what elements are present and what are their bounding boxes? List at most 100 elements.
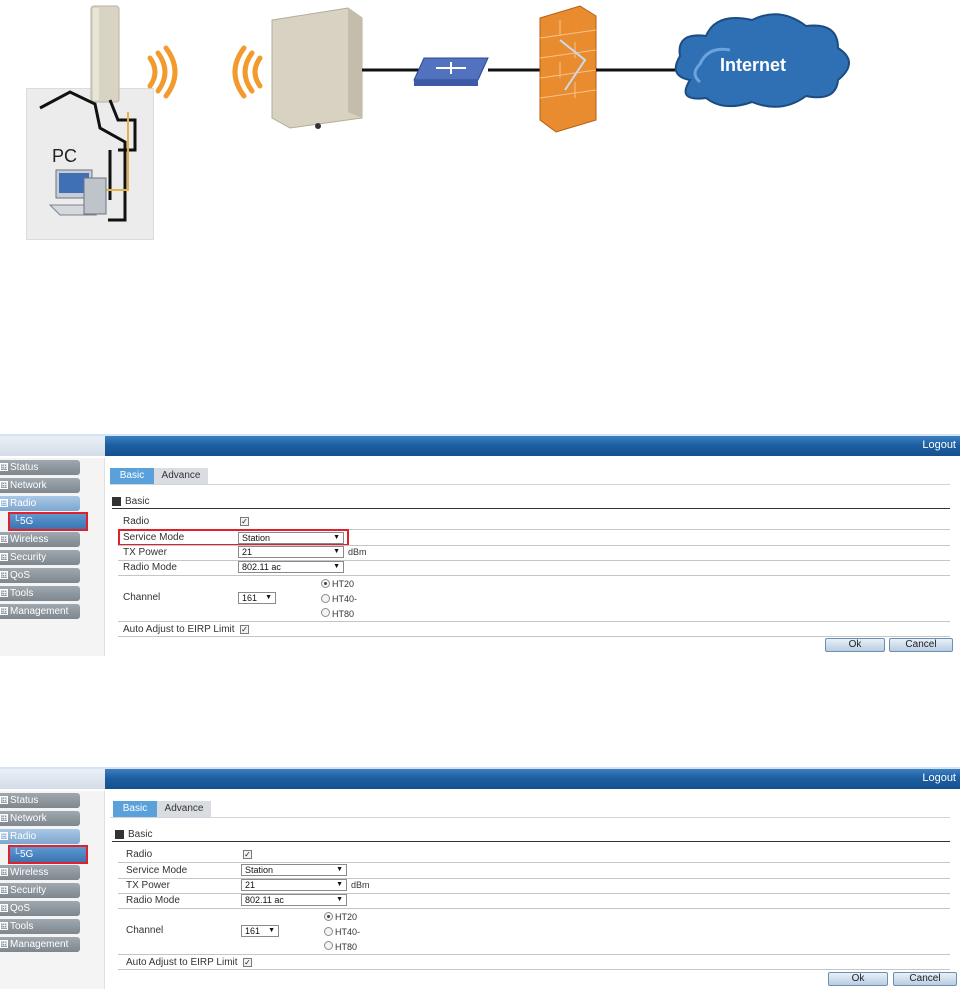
section-divider xyxy=(112,841,950,842)
network-diagram: PC Internet xyxy=(0,0,960,260)
sidebar-item-management[interactable]: ⊞Management xyxy=(0,604,80,619)
sidebar-item-security[interactable]: ⊞Security xyxy=(0,550,80,565)
ht40-radio[interactable] xyxy=(324,927,333,936)
service-mode-label: Service Mode xyxy=(123,532,185,543)
expand-icon: ⊞ xyxy=(0,867,8,876)
ht20-radio[interactable] xyxy=(321,579,330,588)
top-bar-left xyxy=(0,769,105,789)
radio-checkbox[interactable]: ✓ xyxy=(243,850,252,859)
internet-cloud-icon xyxy=(674,13,850,108)
dropdown-arrow-icon: ▼ xyxy=(333,534,340,541)
sidebar-item-wireless[interactable]: ⊞Wireless xyxy=(0,865,80,880)
ht80-radio[interactable] xyxy=(324,941,333,950)
ht80-radio[interactable] xyxy=(321,608,330,617)
channel-select[interactable]: 161▼ xyxy=(238,592,276,604)
row-divider xyxy=(118,878,950,879)
tree-branch-icon: └ xyxy=(13,848,20,858)
cancel-button[interactable]: Cancel xyxy=(889,638,953,652)
top-bar-left xyxy=(0,436,105,456)
internet-label: Internet xyxy=(720,55,787,75)
sidebar-item-security[interactable]: ⊞Security xyxy=(0,883,80,898)
signal-waves-icon xyxy=(147,45,263,99)
radio-mode-select[interactable]: 802.11 ac▼ xyxy=(241,894,347,906)
sidebar-item-wireless[interactable]: ⊞Wireless xyxy=(0,532,80,547)
radio-mode-select[interactable]: 802.11 ac▼ xyxy=(238,561,344,573)
tx-power-select[interactable]: 21▼ xyxy=(238,546,344,558)
dropdown-arrow-icon: ▼ xyxy=(336,896,343,903)
row-divider xyxy=(118,908,950,909)
radio-checkbox[interactable]: ✓ xyxy=(240,517,249,526)
sidebar-item-tools[interactable]: ⊞Tools xyxy=(0,586,80,601)
dropdown-arrow-icon: ▼ xyxy=(268,927,275,934)
row-divider xyxy=(118,862,950,863)
ht20-radio[interactable] xyxy=(324,912,333,921)
expand-icon: ⊞ xyxy=(0,939,8,948)
tx-power-unit: dBm xyxy=(351,880,370,890)
tx-power-select[interactable]: 21▼ xyxy=(241,879,347,891)
ok-button[interactable]: Ok xyxy=(828,972,888,986)
dropdown-arrow-icon: ▼ xyxy=(336,881,343,888)
tab-basic[interactable]: Basic xyxy=(110,468,154,484)
switch-icon xyxy=(413,57,489,86)
ht40-radio[interactable] xyxy=(321,594,330,603)
auto-adjust-checkbox[interactable]: ✓ xyxy=(243,958,252,967)
sidebar-item-network[interactable]: ⊞Network xyxy=(0,811,80,826)
expand-icon: ⊞ xyxy=(0,534,8,543)
channel-label: Channel xyxy=(126,925,164,936)
top-bar: Logout xyxy=(0,434,960,456)
tx-power-label: TX Power xyxy=(123,547,167,558)
sidebar-item-network[interactable]: ⊞Network xyxy=(0,478,80,493)
ok-button[interactable]: Ok xyxy=(825,638,885,652)
logout-link[interactable]: Logout xyxy=(922,772,956,784)
cancel-button[interactable]: Cancel xyxy=(893,972,957,986)
top-bar: Logout xyxy=(0,767,960,789)
service-mode-select[interactable]: Station▼ xyxy=(241,864,347,876)
logout-link[interactable]: Logout xyxy=(922,439,956,451)
sidebar-item-qos[interactable]: ⊞QoS xyxy=(0,568,80,583)
section-title: Basic xyxy=(125,496,150,507)
expand-icon: ⊞ xyxy=(0,813,8,822)
highlight-box xyxy=(118,529,349,546)
row-divider xyxy=(118,954,950,955)
firewall-icon xyxy=(539,5,597,133)
row-divider xyxy=(118,529,950,530)
sidebar-item-radio[interactable]: ⊟Radio xyxy=(0,829,80,844)
collapse-icon: ⊟ xyxy=(0,498,8,507)
radio-mode-label: Radio Mode xyxy=(126,895,180,906)
pc-label: PC xyxy=(52,146,78,166)
sidebar-item-status[interactable]: ⊞Status xyxy=(0,793,80,808)
expand-icon: ⊞ xyxy=(0,588,8,597)
service-mode-select[interactable]: Station▼ xyxy=(238,532,344,544)
collapse-icon: ⊟ xyxy=(0,831,8,840)
channel-select[interactable]: 161▼ xyxy=(241,925,279,937)
expand-icon: ⊞ xyxy=(0,885,8,894)
dropdown-arrow-icon: ▼ xyxy=(336,866,343,873)
tab-advance[interactable]: Advance xyxy=(154,468,208,484)
sidebar-item-qos[interactable]: ⊞QoS xyxy=(0,901,80,916)
sidebar-item-management[interactable]: ⊞Management xyxy=(0,937,80,952)
dropdown-arrow-icon: ▼ xyxy=(265,594,272,601)
expand-icon: ⊞ xyxy=(0,606,8,615)
tab-advance[interactable]: Advance xyxy=(157,801,211,817)
ht20-label: HT20 xyxy=(335,912,358,922)
sidebar-item-tools[interactable]: ⊞Tools xyxy=(0,919,80,934)
dropdown-arrow-icon: ▼ xyxy=(333,548,340,555)
sidebar: ⊞Status ⊞Network ⊟Radio └5G ⊞Wireless ⊞S… xyxy=(0,458,105,656)
section-title: Basic xyxy=(128,829,153,840)
row-divider xyxy=(118,560,950,561)
tab-basic[interactable]: Basic xyxy=(113,801,157,817)
tab-underline xyxy=(110,484,950,485)
highlight-box xyxy=(8,845,88,864)
row-divider xyxy=(118,575,950,576)
expand-icon: ⊞ xyxy=(0,552,8,561)
dropdown-arrow-icon: ▼ xyxy=(333,563,340,570)
sidebar-subitem-5g[interactable]: └5G xyxy=(10,514,86,529)
pc-icon xyxy=(48,169,107,216)
ht80-label: HT80 xyxy=(335,942,358,952)
radio-mode-label: Radio Mode xyxy=(123,562,177,573)
sidebar-subitem-5g[interactable]: └5G xyxy=(10,847,86,862)
auto-adjust-checkbox[interactable]: ✓ xyxy=(240,625,249,634)
sidebar-item-status[interactable]: ⊞Status xyxy=(0,460,80,475)
sidebar-item-radio[interactable]: ⊟Radio xyxy=(0,496,80,511)
cpe-antenna-icon xyxy=(90,5,120,103)
